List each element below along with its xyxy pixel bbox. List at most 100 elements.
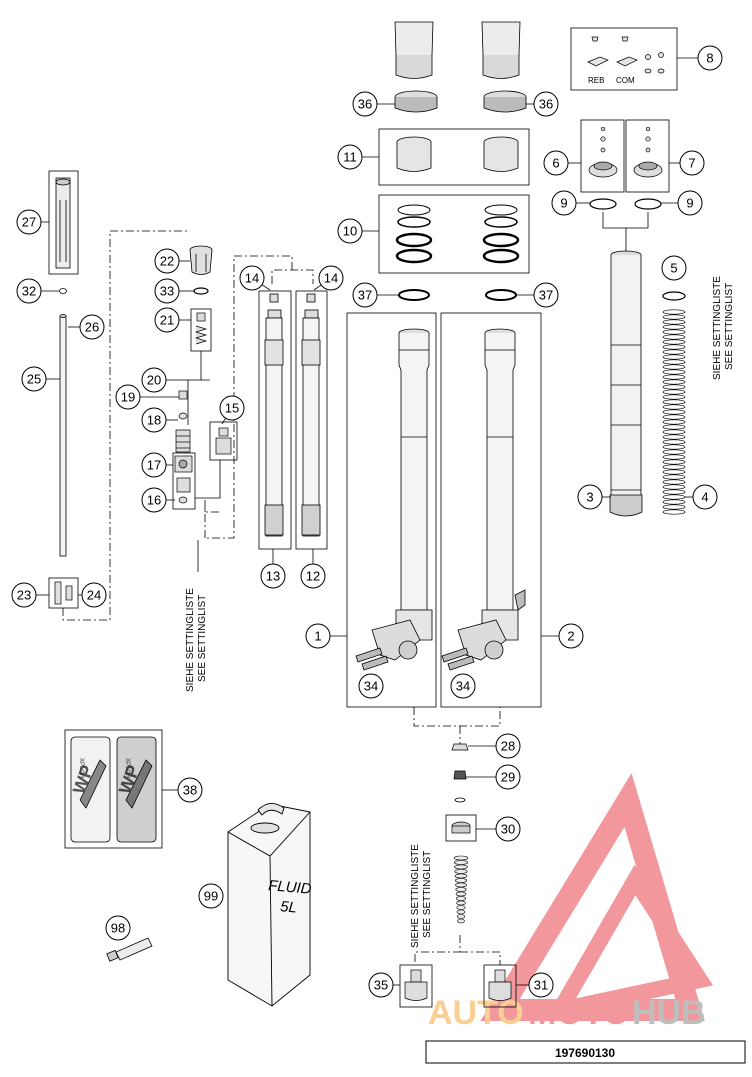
shim	[456, 909, 466, 915]
part-38-decals	[70, 736, 157, 843]
callout-number-99: 99	[204, 889, 218, 904]
part-20-leader	[170, 351, 210, 381]
spring-coil	[662, 479, 686, 485]
part-21-spring	[194, 312, 208, 345]
setting-list-de-right: SIEHE SETTINGLISTE	[712, 276, 723, 380]
callout-circle-32	[16, 278, 42, 304]
part-38-box	[64, 729, 163, 849]
callout-leader-14a	[261, 284, 271, 291]
callout-number-14a: 14	[245, 271, 259, 286]
part-23-24-box	[48, 577, 79, 609]
shim	[454, 864, 468, 870]
spring-coil	[662, 459, 686, 465]
callout-circle-11	[337, 144, 363, 170]
callout-number-9b: 9	[686, 196, 693, 211]
callout-circle-9b	[677, 190, 703, 216]
part-25-rod	[59, 314, 67, 557]
part-99-fluid-can	[227, 803, 311, 1007]
part-28-nut	[451, 743, 469, 751]
callout-circle-37a	[352, 282, 378, 308]
parts-16-19-components	[174, 390, 193, 504]
part-5-washer	[662, 291, 686, 301]
callout-circle-16	[141, 487, 167, 513]
part-27-tool	[55, 177, 71, 269]
callout-number-4: 4	[701, 490, 708, 505]
callout-circle-98	[105, 915, 131, 941]
part-22-cup	[189, 245, 213, 275]
shim	[454, 873, 468, 879]
callout-circle-34a	[358, 673, 384, 699]
callout-circle-4	[692, 484, 718, 510]
spring-coil	[662, 489, 686, 495]
callout-number-37a: 37	[358, 288, 372, 303]
shim	[453, 855, 469, 861]
callout-circle-33	[154, 278, 180, 304]
callout-circle-22	[154, 248, 180, 274]
callout-number-31: 31	[534, 978, 548, 993]
callout-circle-38	[177, 777, 203, 803]
callout-circle-23	[11, 582, 37, 608]
part-36-rings	[394, 90, 527, 113]
part-6-7-caps	[588, 126, 663, 178]
watermark-logo: AUTO MOTO HUB	[428, 773, 714, 1032]
shim	[456, 914, 466, 919]
shim	[457, 918, 465, 924]
part-13-box	[258, 290, 292, 550]
callout-number-19: 19	[121, 390, 135, 405]
spring-coil	[662, 309, 686, 315]
callout-circle-24	[81, 582, 107, 608]
callout-leader-14b	[313, 284, 322, 291]
callout-number-30: 30	[501, 822, 515, 837]
decal-right-tagline: XPLOR	[124, 758, 130, 779]
spring-coil	[662, 454, 686, 460]
shim	[454, 878, 468, 883]
spring-coil	[662, 369, 686, 375]
spring-coil	[662, 364, 686, 370]
part-10-box	[378, 194, 530, 274]
spring-coil	[662, 329, 686, 335]
shim	[456, 905, 466, 910]
callout-circle-30	[495, 816, 521, 842]
callout-circle-14b	[318, 265, 344, 291]
spring-coil	[662, 424, 686, 430]
spring-coil	[662, 429, 686, 435]
callout-number-18: 18	[147, 413, 161, 428]
callout-circle-34b	[450, 673, 476, 699]
part-30-box	[445, 814, 477, 842]
callout-number-38: 38	[183, 783, 197, 798]
part-35-box	[399, 964, 433, 1008]
shim-stack	[453, 855, 469, 924]
spring-coil	[662, 334, 686, 340]
spring-coil	[662, 324, 686, 330]
callout-number-37b: 37	[539, 288, 553, 303]
callout-number-33: 33	[160, 284, 174, 299]
setting-list-en-left: SEE SETTINGLIST	[197, 595, 208, 682]
callout-number-9a: 9	[560, 196, 567, 211]
part-10-seals	[395, 204, 520, 264]
callout-number-36a: 36	[358, 97, 372, 112]
spring-coil	[662, 484, 686, 490]
part-3-cartridge	[609, 250, 643, 517]
watermark-auto-text: AUTO	[428, 994, 524, 1032]
callout-number-28: 28	[501, 739, 515, 754]
shim	[455, 896, 467, 901]
parts-19-15-leader	[187, 380, 221, 512]
spring-coil	[662, 339, 686, 345]
spring-coil	[662, 404, 686, 410]
part-1-fork-leg	[355, 328, 433, 671]
shim	[454, 869, 468, 874]
callout-number-24: 24	[87, 588, 101, 603]
shim	[455, 891, 467, 897]
callout-circle-17	[141, 452, 167, 478]
part-1-box	[346, 312, 437, 708]
callout-circle-37b	[533, 282, 559, 308]
decal-left-tagline: XPLOR	[78, 758, 84, 779]
callout-circle-7	[679, 150, 705, 176]
callout-number-21: 21	[160, 313, 174, 328]
spring-coil	[662, 449, 686, 455]
callout-circle-25	[21, 366, 47, 392]
part-30-piston	[451, 821, 471, 834]
spring-coil	[662, 494, 686, 500]
spring-coil	[662, 354, 686, 360]
